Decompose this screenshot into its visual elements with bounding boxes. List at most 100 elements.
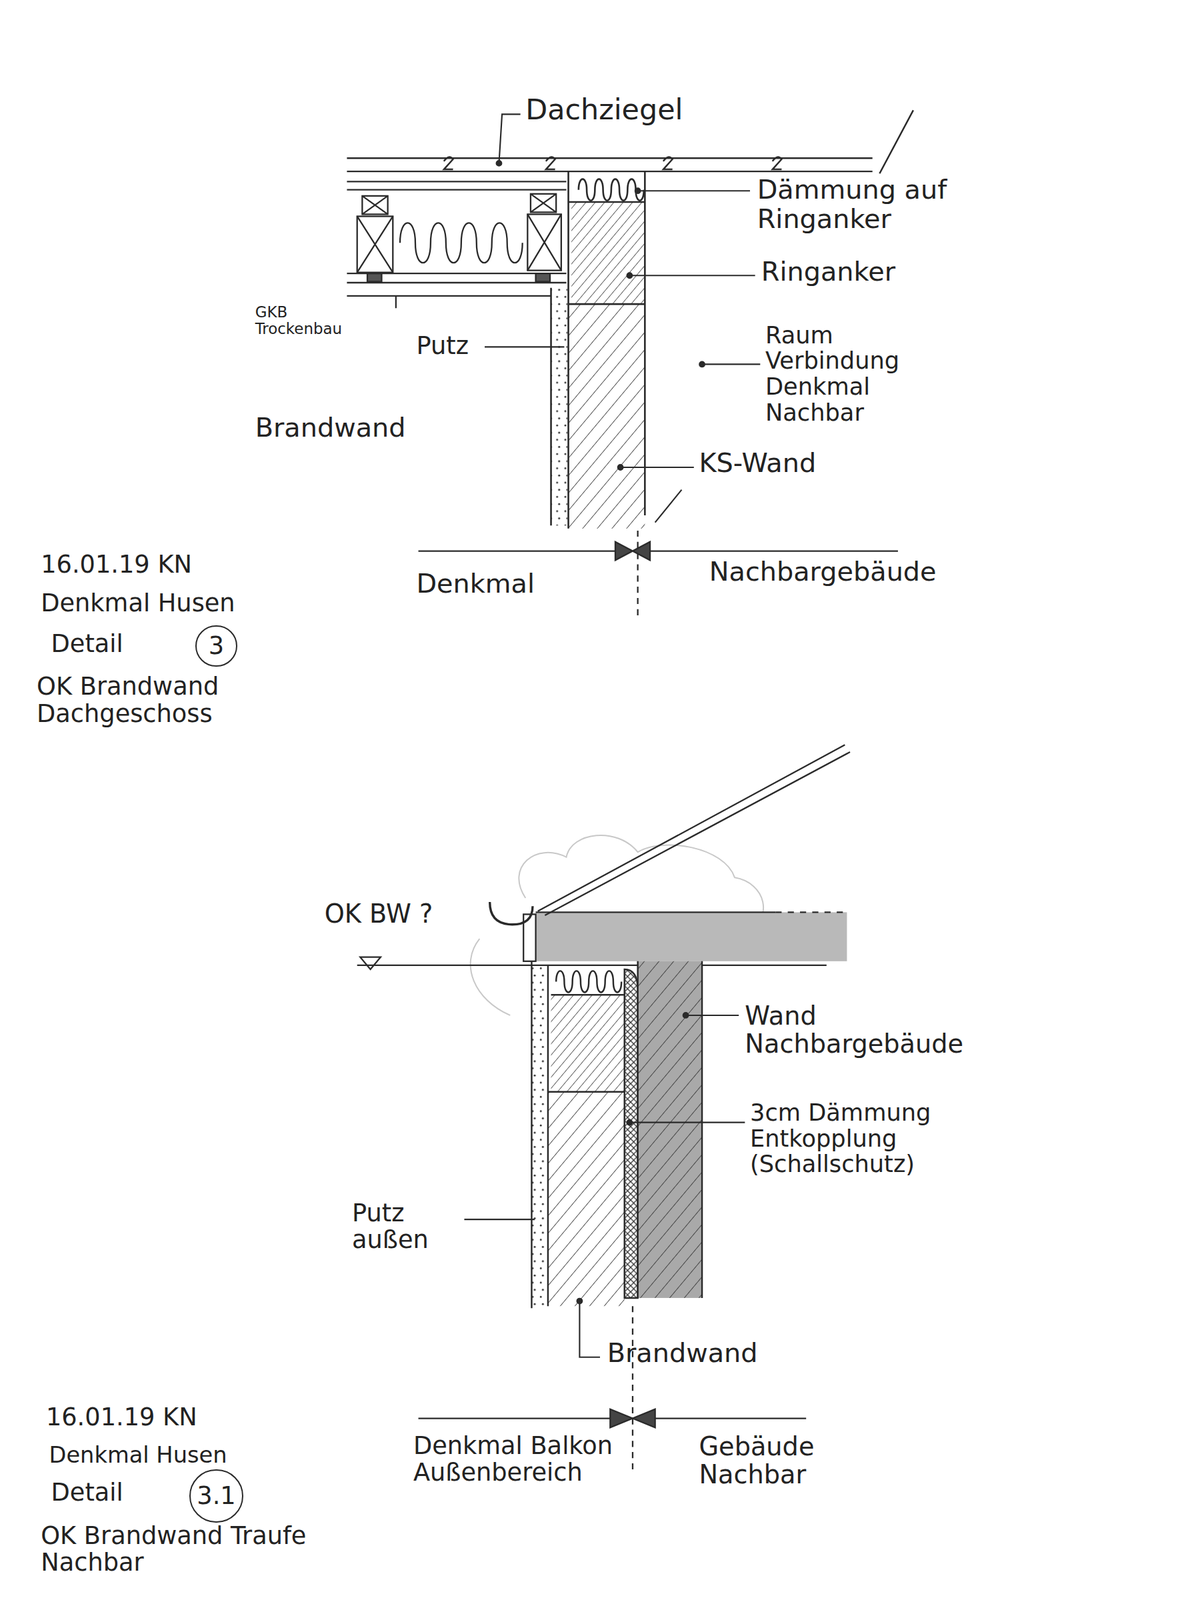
property-line-part [418,550,898,552]
ks-wall-part [551,288,568,526]
roof-build-up-part [362,196,388,215]
leader-lines-part [620,466,694,468]
part-label: Dämmung auf Ringanker [757,175,977,234]
leader-lines-part [627,272,633,278]
ks-wall-part [644,171,646,516]
fire-wall-part [701,961,703,1298]
roof-build-up-part [527,214,562,270]
zone-label: Denkmal [416,569,535,599]
fire-wall-part [556,970,622,992]
zone-label: Nachbargebäude [709,557,937,587]
ks-wall-part [568,303,646,306]
roof-tiles-part [772,157,782,170]
fire-wall-part [551,994,625,996]
part-label: Raum Verbindung Denkmal Nachbar [765,322,934,426]
part-label: Wand Nachbargebäude [744,1002,1020,1058]
part-label: Putz außen [352,1200,460,1254]
roof-build-up-part [400,222,523,263]
eaves-slab [357,744,850,970]
eaves-slab-part [538,744,850,916]
leader-lines-part [683,1012,689,1018]
roof-build-up-part [395,296,397,308]
roof-build-up-part [527,214,562,270]
leader-lines-part [577,1298,583,1304]
note-text: 16.01.19 KN [40,551,192,578]
leader-lines-part [484,346,564,348]
eaves-slab-part [357,964,827,966]
note-text: OK Brandwand Dachgeschoss [36,673,333,728]
leader-lines-part [702,363,760,365]
roof-build-up-part [346,189,566,191]
roof-build-up-part [362,196,388,215]
roof-tiles-part [546,157,556,170]
fire-wall-part [638,961,702,1298]
note-text: 16.01.19 KN [46,1404,198,1431]
roof-tiles-part [346,170,872,172]
detail-number: 3.1 [196,1482,236,1510]
ks-wall-part [568,201,646,204]
eaves-slab-part [775,911,847,913]
eaves-slab-part [360,957,381,970]
part-label: Brandwand [607,1338,758,1368]
detail-number-circle: 3.1 [189,1469,243,1523]
ks-wall-part [568,304,646,529]
zone-label: Denkmal Balkon Außenbereich [413,1432,618,1487]
roof-tiles-part [346,157,872,159]
leader-lines-part [629,1122,745,1124]
ks-wall-part [578,179,644,201]
leader-lines-part [498,114,520,163]
ks-wall [551,171,646,529]
fire-wall-part [548,1091,625,1093]
leader-lines-part [464,1218,535,1220]
ks-wall-part [550,288,552,526]
ks-wall-part [567,171,570,529]
leader-lines-part [638,190,750,192]
roof-build-up [346,181,566,308]
roof-build-up-part [346,180,566,182]
roof-build-up-part [367,273,382,282]
note-text: Denkmal Husen [40,590,235,617]
part-label: GKB Trockenbau [255,304,378,338]
eaves-slab-part [490,902,533,925]
part-label: Putz [416,332,468,360]
fire-wall-part [548,1092,625,1306]
roof-build-up-part [536,273,550,282]
eaves-slab-part [536,911,776,913]
fire-wall-part [636,961,638,1298]
note-text: Detail [51,630,124,658]
leader-lines-part [699,362,705,368]
level-label: OK BW ? [324,900,434,928]
property-line-part [636,530,638,618]
roof-build-up-part [530,194,556,213]
part-label: KS-Wand [698,448,816,478]
detail-number-circle: 3 [195,625,237,667]
roof-tiles-part [444,157,454,170]
property-line-part [615,542,650,561]
fire-wall-part [638,961,702,1298]
leader-lines-part [635,188,641,194]
roof-tiles-part [879,110,914,174]
note-text: OK Brandwand Traufe Nachbar [40,1522,316,1577]
fire-wall-part [624,969,638,1298]
eaves-slab-part [536,912,848,961]
roof-build-up-part [357,216,394,272]
leader-lines-part [627,1120,633,1126]
ks-wall-part [571,202,645,304]
fire-wall-part [547,965,549,1306]
leader-lines-part [496,160,502,166]
leader-lines [464,1012,745,1358]
leader-lines-part [618,464,624,470]
part-label: 3cm Dämmung Entkopplung (Schallschutz) [750,1100,1006,1178]
fire-wall-part [531,965,548,1306]
property-line-part [632,1306,634,1475]
zone-label: Gebäude Nachbar [698,1432,852,1489]
leader-lines-part [629,274,755,276]
part-label: Ringanker [761,257,896,287]
note-text: Denkmal Husen [48,1442,227,1468]
roof-build-up-part [357,216,394,272]
fire-wall-part [530,961,532,1308]
